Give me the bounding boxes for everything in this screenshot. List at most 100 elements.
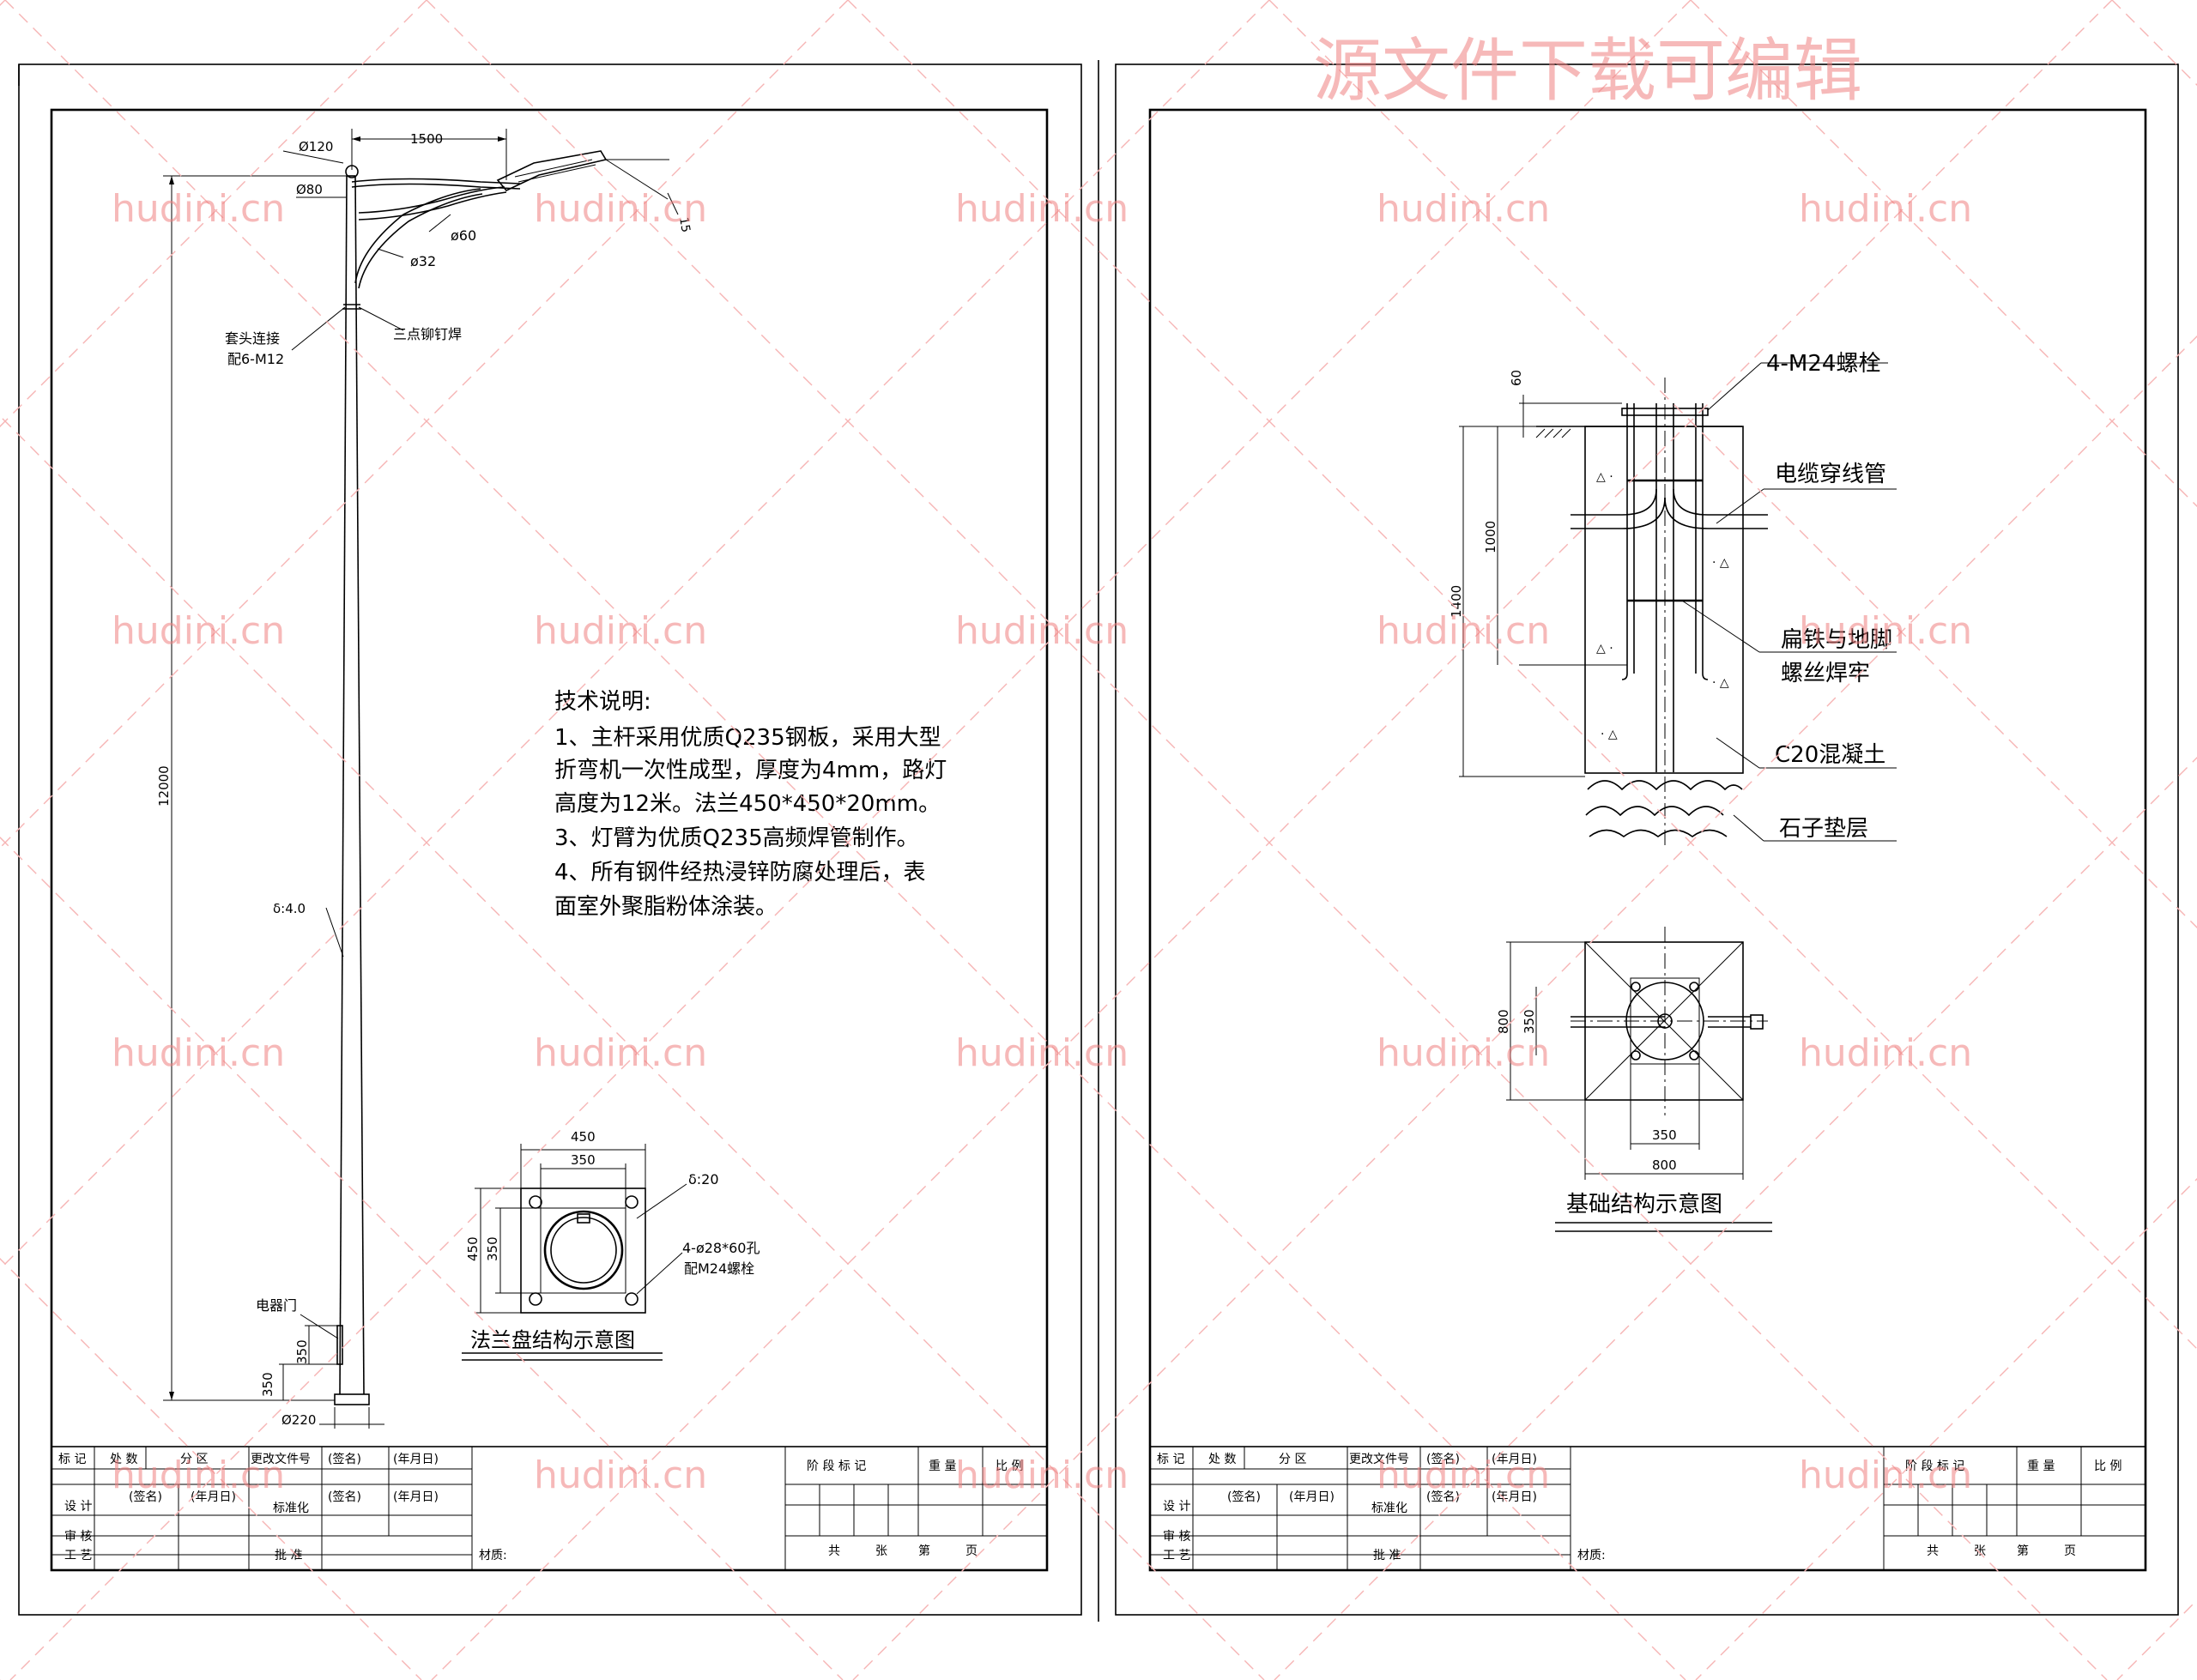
tb2-mark: 标 记 xyxy=(1157,1453,1184,1466)
watermark-site: hudini.cn xyxy=(955,1031,1129,1075)
tb2-change-doc: 更改文件号 xyxy=(1349,1453,1409,1466)
notes-line: 高度为12米。法兰450*450*20mm。 xyxy=(554,791,941,817)
watermark-line xyxy=(431,0,2113,1680)
tb-sign-3: (签名) xyxy=(328,1490,361,1504)
foundation-plan: 800 350 350 800 基础结构示意图 xyxy=(1496,927,1772,1232)
bolts-label: 4-M24螺栓 xyxy=(1766,351,1880,377)
watermark-line xyxy=(2111,0,2197,86)
watermark-line xyxy=(4,0,1686,1680)
title-block-2: 标 记 处 数 分 区 更改文件号 (签名) (年月日) (签名) (年月日) … xyxy=(1149,1446,2146,1571)
watermark-site: hudini.cn xyxy=(955,1453,1129,1497)
svg-text:△ ·: △ · xyxy=(1596,642,1613,656)
tb2-stage: 阶 段 标 记 xyxy=(1905,1459,1964,1473)
plan-outer-h: 800 xyxy=(1496,1009,1511,1034)
tb2-sign-2: (签名) xyxy=(1227,1490,1261,1504)
tb-standard: 标准化 xyxy=(273,1502,309,1515)
tb2-design: 设 计 xyxy=(1163,1500,1190,1514)
tb2-date-3: (年月日) xyxy=(1492,1490,1537,1504)
tb2-sign: (签名) xyxy=(1426,1452,1460,1466)
tb-sign-2: (签名) xyxy=(129,1490,162,1504)
door-height-label: 350 xyxy=(294,1339,310,1364)
tb2-page-no: 第 xyxy=(2017,1544,2029,1558)
watermark-line xyxy=(0,1258,422,1680)
watermark-site: hudini.cn xyxy=(112,1031,285,1075)
notes-line: 面室外聚脂粉体涂装。 xyxy=(554,894,778,920)
tb-material: 材质: xyxy=(479,1549,507,1562)
door-label: 电器门 xyxy=(256,1297,297,1314)
tb2-date-2: (年月日) xyxy=(1289,1490,1335,1504)
tb2-material: 材质: xyxy=(1577,1549,1606,1562)
tb-stage: 阶 段 标 记 xyxy=(807,1459,866,1473)
watermark-site: hudini.cn xyxy=(112,609,285,653)
notes-line: 4、所有钢件经热浸锌防腐处理后，表 xyxy=(554,860,926,885)
watermark-site: hudini.cn xyxy=(112,187,285,231)
tb-process: 工 艺 xyxy=(64,1549,92,1562)
plan-inner-h: 350 xyxy=(1522,1009,1537,1034)
plan-caption: 基础结构示意图 xyxy=(1566,1192,1722,1218)
svg-text:· △: · △ xyxy=(1712,676,1729,690)
tb2-page-unit: 页 xyxy=(2064,1544,2076,1558)
tb-scale: 比 例 xyxy=(996,1459,1023,1473)
watermark-line xyxy=(9,0,1692,1680)
tb2-zone: 分 区 xyxy=(1279,1453,1306,1466)
rivet-weld-label: 三点铆钉焊 xyxy=(393,326,462,342)
watermark-site: hudini.cn xyxy=(1799,187,1972,231)
foundation-section: △ · · △ △ · · △ · △ xyxy=(1459,362,1897,849)
watermark-line xyxy=(0,0,849,849)
tb-approve: 批 准 xyxy=(275,1549,302,1562)
svg-text:· △: · △ xyxy=(1712,556,1729,570)
weld-label-2: 螺丝焊牢 xyxy=(1781,661,1870,686)
tb-date-3: (年月日) xyxy=(393,1490,439,1504)
tb2-sign-3: (签名) xyxy=(1426,1490,1460,1504)
tb-page-no: 第 xyxy=(918,1544,930,1558)
concrete-label: C20混凝土 xyxy=(1775,742,1885,768)
watermark-site: hudini.cn xyxy=(1377,1453,1550,1497)
height-label: 12000 xyxy=(156,765,172,807)
watermark-site: hudini.cn xyxy=(534,1031,707,1075)
pole-labels: 1500 Ø120 Ø80 ø60 ø32 15 套头连接 配6-M12 三点铆… xyxy=(156,131,693,1428)
sleeve-joint-label: 套头连接 xyxy=(225,330,280,347)
tb-design: 设 计 xyxy=(64,1500,92,1514)
watermark-line xyxy=(0,0,427,427)
watermark-site: hudini.cn xyxy=(1377,609,1550,653)
watermark-line xyxy=(426,0,2108,1680)
pole-elevation xyxy=(334,150,669,1405)
tb-sign: (签名) xyxy=(328,1452,361,1466)
brace-dia-label: ø32 xyxy=(410,253,436,269)
svg-text:△ ·: △ · xyxy=(1596,470,1613,484)
tb-zone: 分 区 xyxy=(180,1453,208,1466)
flange-caption: 法兰盘结构示意图 xyxy=(470,1328,635,1352)
tb-change-doc: 更改文件号 xyxy=(251,1453,311,1466)
plan-outer-w: 800 xyxy=(1652,1157,1677,1173)
watermark-line xyxy=(847,0,2197,1350)
watermark-line xyxy=(1268,0,2197,928)
tb-date: (年月日) xyxy=(393,1453,439,1466)
tb-mark: 标 记 xyxy=(58,1453,86,1466)
tb2-process: 工 艺 xyxy=(1163,1549,1190,1562)
flange-inner-w: 350 xyxy=(571,1152,596,1168)
tb2-scale: 比 例 xyxy=(2094,1459,2121,1473)
gravel-label: 石子垫层 xyxy=(1779,816,1868,842)
watermark-line xyxy=(1274,757,2197,1680)
thickness-label: δ:4.0 xyxy=(273,901,306,916)
watermark-line xyxy=(1690,0,2197,507)
watermark-texts: 源文件下载可编辑 hudini.cn hudini.cn hudini.cn h… xyxy=(112,31,1972,1497)
watermark-site: hudini.cn xyxy=(534,1453,707,1497)
conduit-label: 电缆穿线管 xyxy=(1775,462,1886,487)
tb-page-unit: 页 xyxy=(965,1544,977,1558)
pole-dimensions xyxy=(163,129,679,1429)
watermark-line xyxy=(0,415,1265,1680)
tb-date-2: (年月日) xyxy=(191,1490,236,1504)
technical-notes: 技术说明: 1、主杆采用优质Q235钢板，采用大型 折弯机一次性成型，厚度为4m… xyxy=(554,689,947,920)
watermark-line xyxy=(1695,1178,2197,1680)
door-base-label: 350 xyxy=(260,1372,275,1397)
tb-page-total: 共 xyxy=(828,1544,840,1558)
notes-line: 1、主杆采用优质Q235钢板，采用大型 xyxy=(554,725,941,751)
watermark-site: hudini.cn xyxy=(1799,609,1972,653)
watermark-site: hudini.cn xyxy=(534,187,707,231)
sleeve-bolts-label: 配6-M12 xyxy=(227,351,284,367)
flange-outer-w: 450 xyxy=(571,1129,596,1145)
svg-text:· △: · △ xyxy=(1601,728,1618,741)
watermark-banner: 源文件下载可编辑 xyxy=(1313,31,1862,111)
